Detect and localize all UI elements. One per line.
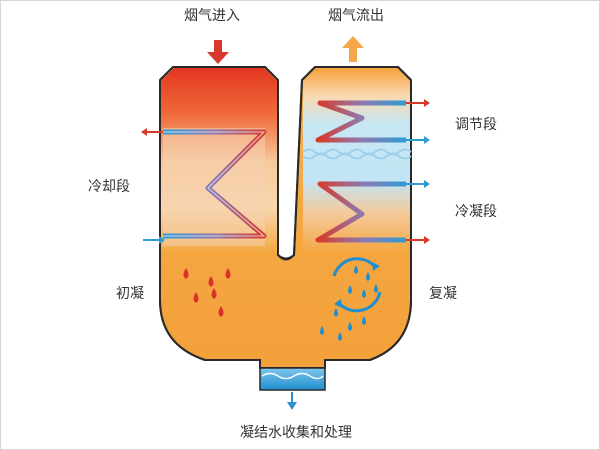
cooling-heat-exchanger (141, 128, 267, 246)
vessel-outline-top (159, 66, 412, 369)
reg-inlet-arrow-icon (424, 136, 430, 144)
condensate-drain (259, 367, 326, 391)
condensate-collection-label: 凝结水收集和处理 (240, 424, 352, 441)
down-arrow-icon (207, 40, 229, 64)
condensing-heat-exchanger (315, 180, 430, 244)
condensing-section-label: 冷凝段 (455, 204, 497, 220)
re-condensation-droplets (320, 265, 378, 341)
reg-outlet-arrow-icon (424, 99, 430, 107)
right-column (303, 68, 410, 255)
up-arrow-icon (342, 36, 364, 62)
cond-outlet-arrow-icon (424, 236, 430, 244)
circular-arrows-icon (332, 257, 382, 313)
regulating-section-label: 调节段 (455, 117, 497, 133)
left-inlet-arrow-icon (159, 236, 165, 244)
regulating-heat-exchanger (315, 99, 430, 144)
initial-condensation-droplets (183, 268, 231, 317)
flue-gas-out-label: 烟气流出 (328, 8, 384, 24)
drain-down-arrow-icon (287, 392, 297, 410)
cond-inlet-arrow-icon (424, 180, 430, 188)
initial-condensation-label: 初凝 (116, 285, 144, 302)
cooling-section-label: 冷却段 (88, 179, 130, 195)
flue-gas-in-label: 烟气进入 (184, 8, 240, 24)
left-outlet-arrow-icon (141, 128, 147, 136)
re-condensation-label: 复凝 (429, 285, 457, 302)
